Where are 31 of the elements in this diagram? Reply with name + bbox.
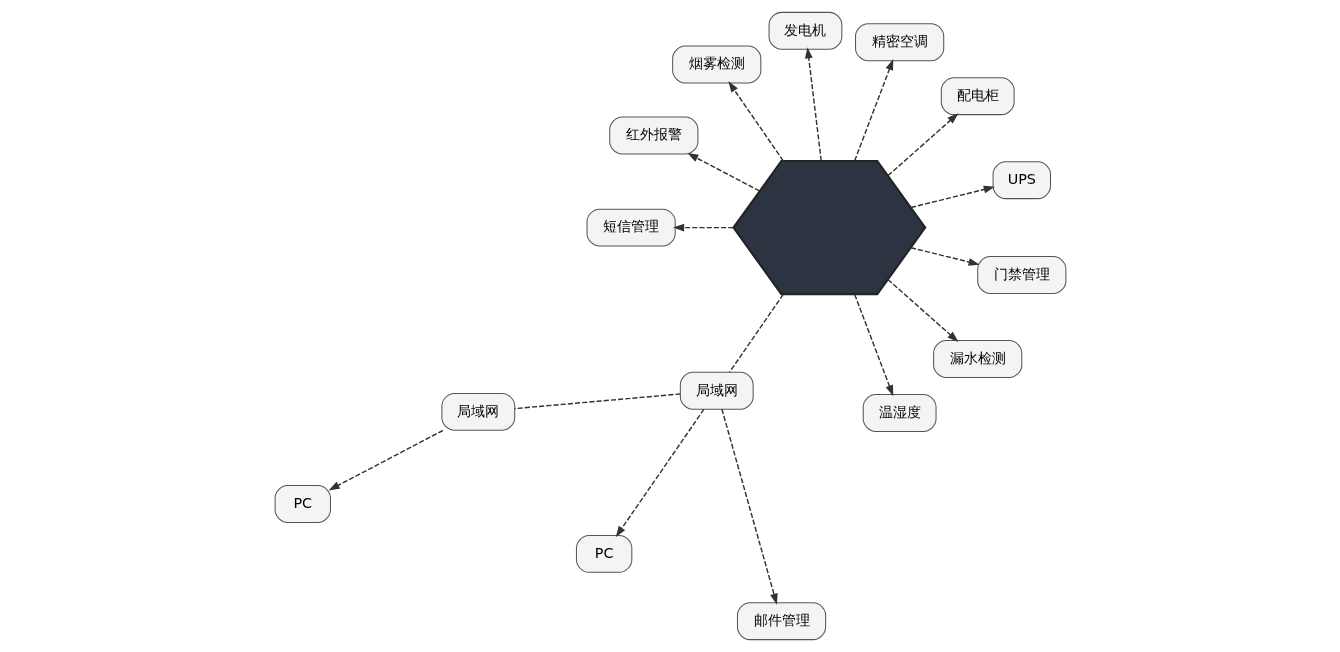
arrow bbox=[853, 293, 893, 397]
node-box: 发电机 bbox=[768, 11, 842, 50]
node-box: 漏水检测 bbox=[932, 340, 1022, 379]
arrow bbox=[804, 47, 822, 162]
arrow bbox=[686, 153, 760, 192]
arrow bbox=[727, 81, 784, 162]
node-box: 门禁管理 bbox=[976, 256, 1066, 294]
node-picture bbox=[731, 159, 926, 296]
arrow bbox=[909, 247, 980, 266]
node-box: 温湿度 bbox=[862, 393, 937, 432]
node-box: 烟雾检测 bbox=[671, 45, 761, 84]
arrow bbox=[909, 185, 995, 209]
node-box: 邮件管理 bbox=[736, 602, 826, 641]
arrow bbox=[886, 278, 958, 342]
connector bbox=[728, 293, 784, 373]
node-box: PC bbox=[274, 485, 331, 523]
node-box: 精密空调 bbox=[854, 23, 944, 62]
arrow bbox=[720, 408, 778, 605]
node-box: 短信管理 bbox=[586, 208, 676, 247]
connector bbox=[513, 393, 681, 410]
node-box: 局域网 bbox=[679, 371, 754, 410]
node-box: PC bbox=[575, 534, 632, 573]
arrow bbox=[672, 223, 734, 232]
node-box: UPS bbox=[992, 161, 1051, 200]
node-box: 配电柜 bbox=[940, 77, 1015, 116]
arrow bbox=[886, 113, 958, 177]
arrow bbox=[328, 429, 443, 491]
arrow bbox=[615, 408, 705, 538]
arrow bbox=[853, 59, 893, 162]
node-box: 局域网 bbox=[440, 392, 515, 431]
node-box: 红外报警 bbox=[608, 116, 698, 155]
